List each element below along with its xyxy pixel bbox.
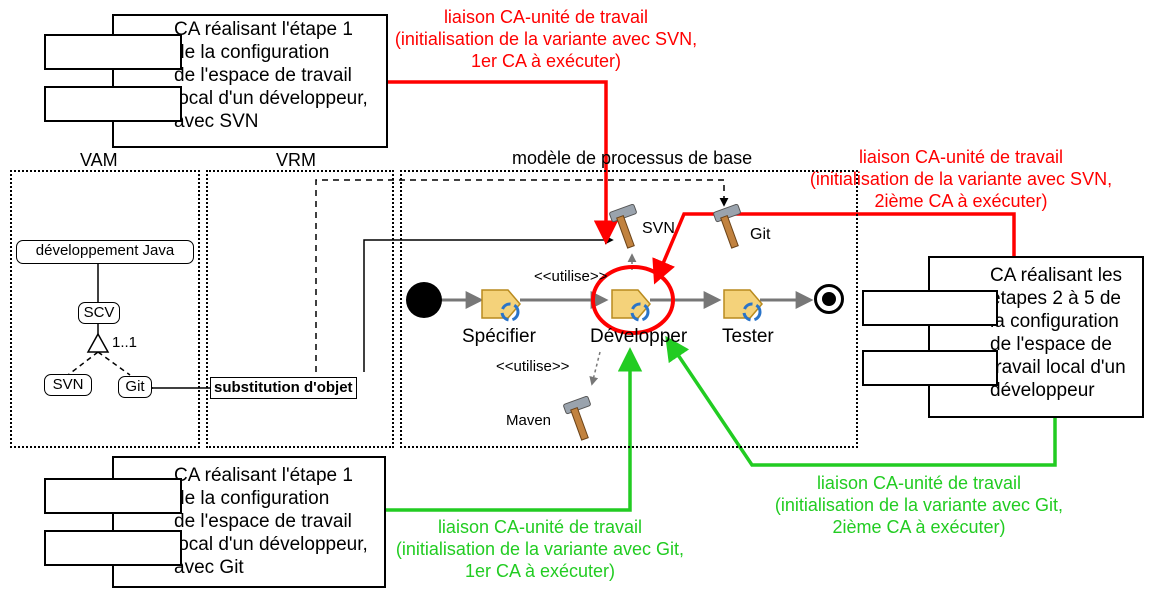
hammer-icon-maven bbox=[563, 396, 591, 441]
task-label-developper: Développer bbox=[590, 326, 688, 347]
ca-box-svn-step1: CA réalisant l'étape 1 de la configurati… bbox=[112, 14, 388, 148]
task-label-specifier: Spécifier bbox=[462, 326, 536, 347]
hammer-icon-git bbox=[713, 204, 741, 249]
zone-label-vam: VAM bbox=[80, 150, 118, 170]
zone-base bbox=[400, 170, 858, 448]
vam-svn-branch bbox=[67, 351, 99, 376]
vam-svn-node: SVN bbox=[44, 374, 92, 396]
ca-svn-step1-text: CA réalisant l'étape 1 de la configurati… bbox=[174, 19, 368, 132]
process-end-node bbox=[814, 284, 844, 314]
ca-box-git-step1-tab-top bbox=[44, 478, 182, 514]
ca-box-steps-2-5-tab-bottom bbox=[862, 350, 998, 386]
vam-scv-node: SCV bbox=[78, 302, 120, 324]
tool-label-git: Git bbox=[750, 226, 771, 243]
tool-label-svn: SVN bbox=[642, 220, 675, 237]
link-label-svn-second: liaison CA-unité de travail (initialisat… bbox=[809, 147, 1113, 211]
ca-git-step1-text: CA réalisant l'étape 1 de la configurati… bbox=[174, 465, 368, 578]
tool-label-maven: Maven bbox=[506, 412, 552, 429]
stereotype-uses-top: <<utilise>> bbox=[534, 268, 608, 285]
link-label-svn-first: liaison CA-unité de travail (initialisat… bbox=[394, 7, 698, 71]
ca-box-steps-2-5-tab-top bbox=[862, 290, 998, 326]
task-icon-developper bbox=[611, 289, 651, 322]
vam-git-branch bbox=[97, 351, 131, 376]
green-link-git-first bbox=[384, 347, 643, 512]
process-start-node bbox=[406, 282, 442, 318]
ca-box-svn-step1-tab-top bbox=[44, 34, 182, 70]
ca-box-git-step1-tab-bottom bbox=[44, 530, 182, 566]
ca-box-git-step1: CA réalisant l'étape 1 de la configurati… bbox=[112, 456, 386, 588]
red-link-svn-second bbox=[652, 212, 1016, 285]
vrm-solid-link bbox=[363, 235, 614, 372]
zone-vam bbox=[10, 170, 200, 448]
stereotype-uses-bottom: <<utilise>> bbox=[496, 358, 570, 375]
vam-multiplicity: 1..1 bbox=[112, 334, 138, 351]
link-label-git-first: liaison CA-unité de travail (initialisat… bbox=[395, 517, 685, 581]
red-link-svn-first bbox=[386, 80, 619, 245]
vrm-substitution-box: substitution d'objet bbox=[210, 377, 357, 399]
link-label-git-second: liaison CA-unité de travail (initialisat… bbox=[774, 473, 1064, 537]
zone-label-base: modèle de processus de base bbox=[512, 148, 753, 168]
green-link-git-second bbox=[665, 335, 1057, 467]
developper-highlight-ring bbox=[591, 265, 675, 335]
vam-git-node: Git bbox=[118, 376, 152, 398]
vam-root-node: développement Java bbox=[16, 240, 194, 264]
zone-label-vrm: VRM bbox=[276, 150, 316, 170]
process-end-node-inner bbox=[822, 292, 836, 306]
task-label-tester: Tester bbox=[722, 326, 774, 347]
vrm-substitution-label: substitution d'objet bbox=[214, 379, 353, 396]
zone-vrm bbox=[206, 170, 394, 448]
ca-box-svn-step1-tab-bottom bbox=[44, 86, 182, 122]
hammer-icon-svn bbox=[609, 204, 637, 249]
task-icon-specifier bbox=[481, 289, 521, 322]
ca-steps-2-5-text: CA réalisant les étapes 2 à 5 de la conf… bbox=[990, 265, 1126, 401]
task-icon-tester bbox=[723, 289, 763, 322]
vrm-dashed-link bbox=[315, 179, 729, 372]
ca-box-steps-2-5: CA réalisant les étapes 2 à 5 de la conf… bbox=[928, 256, 1144, 418]
